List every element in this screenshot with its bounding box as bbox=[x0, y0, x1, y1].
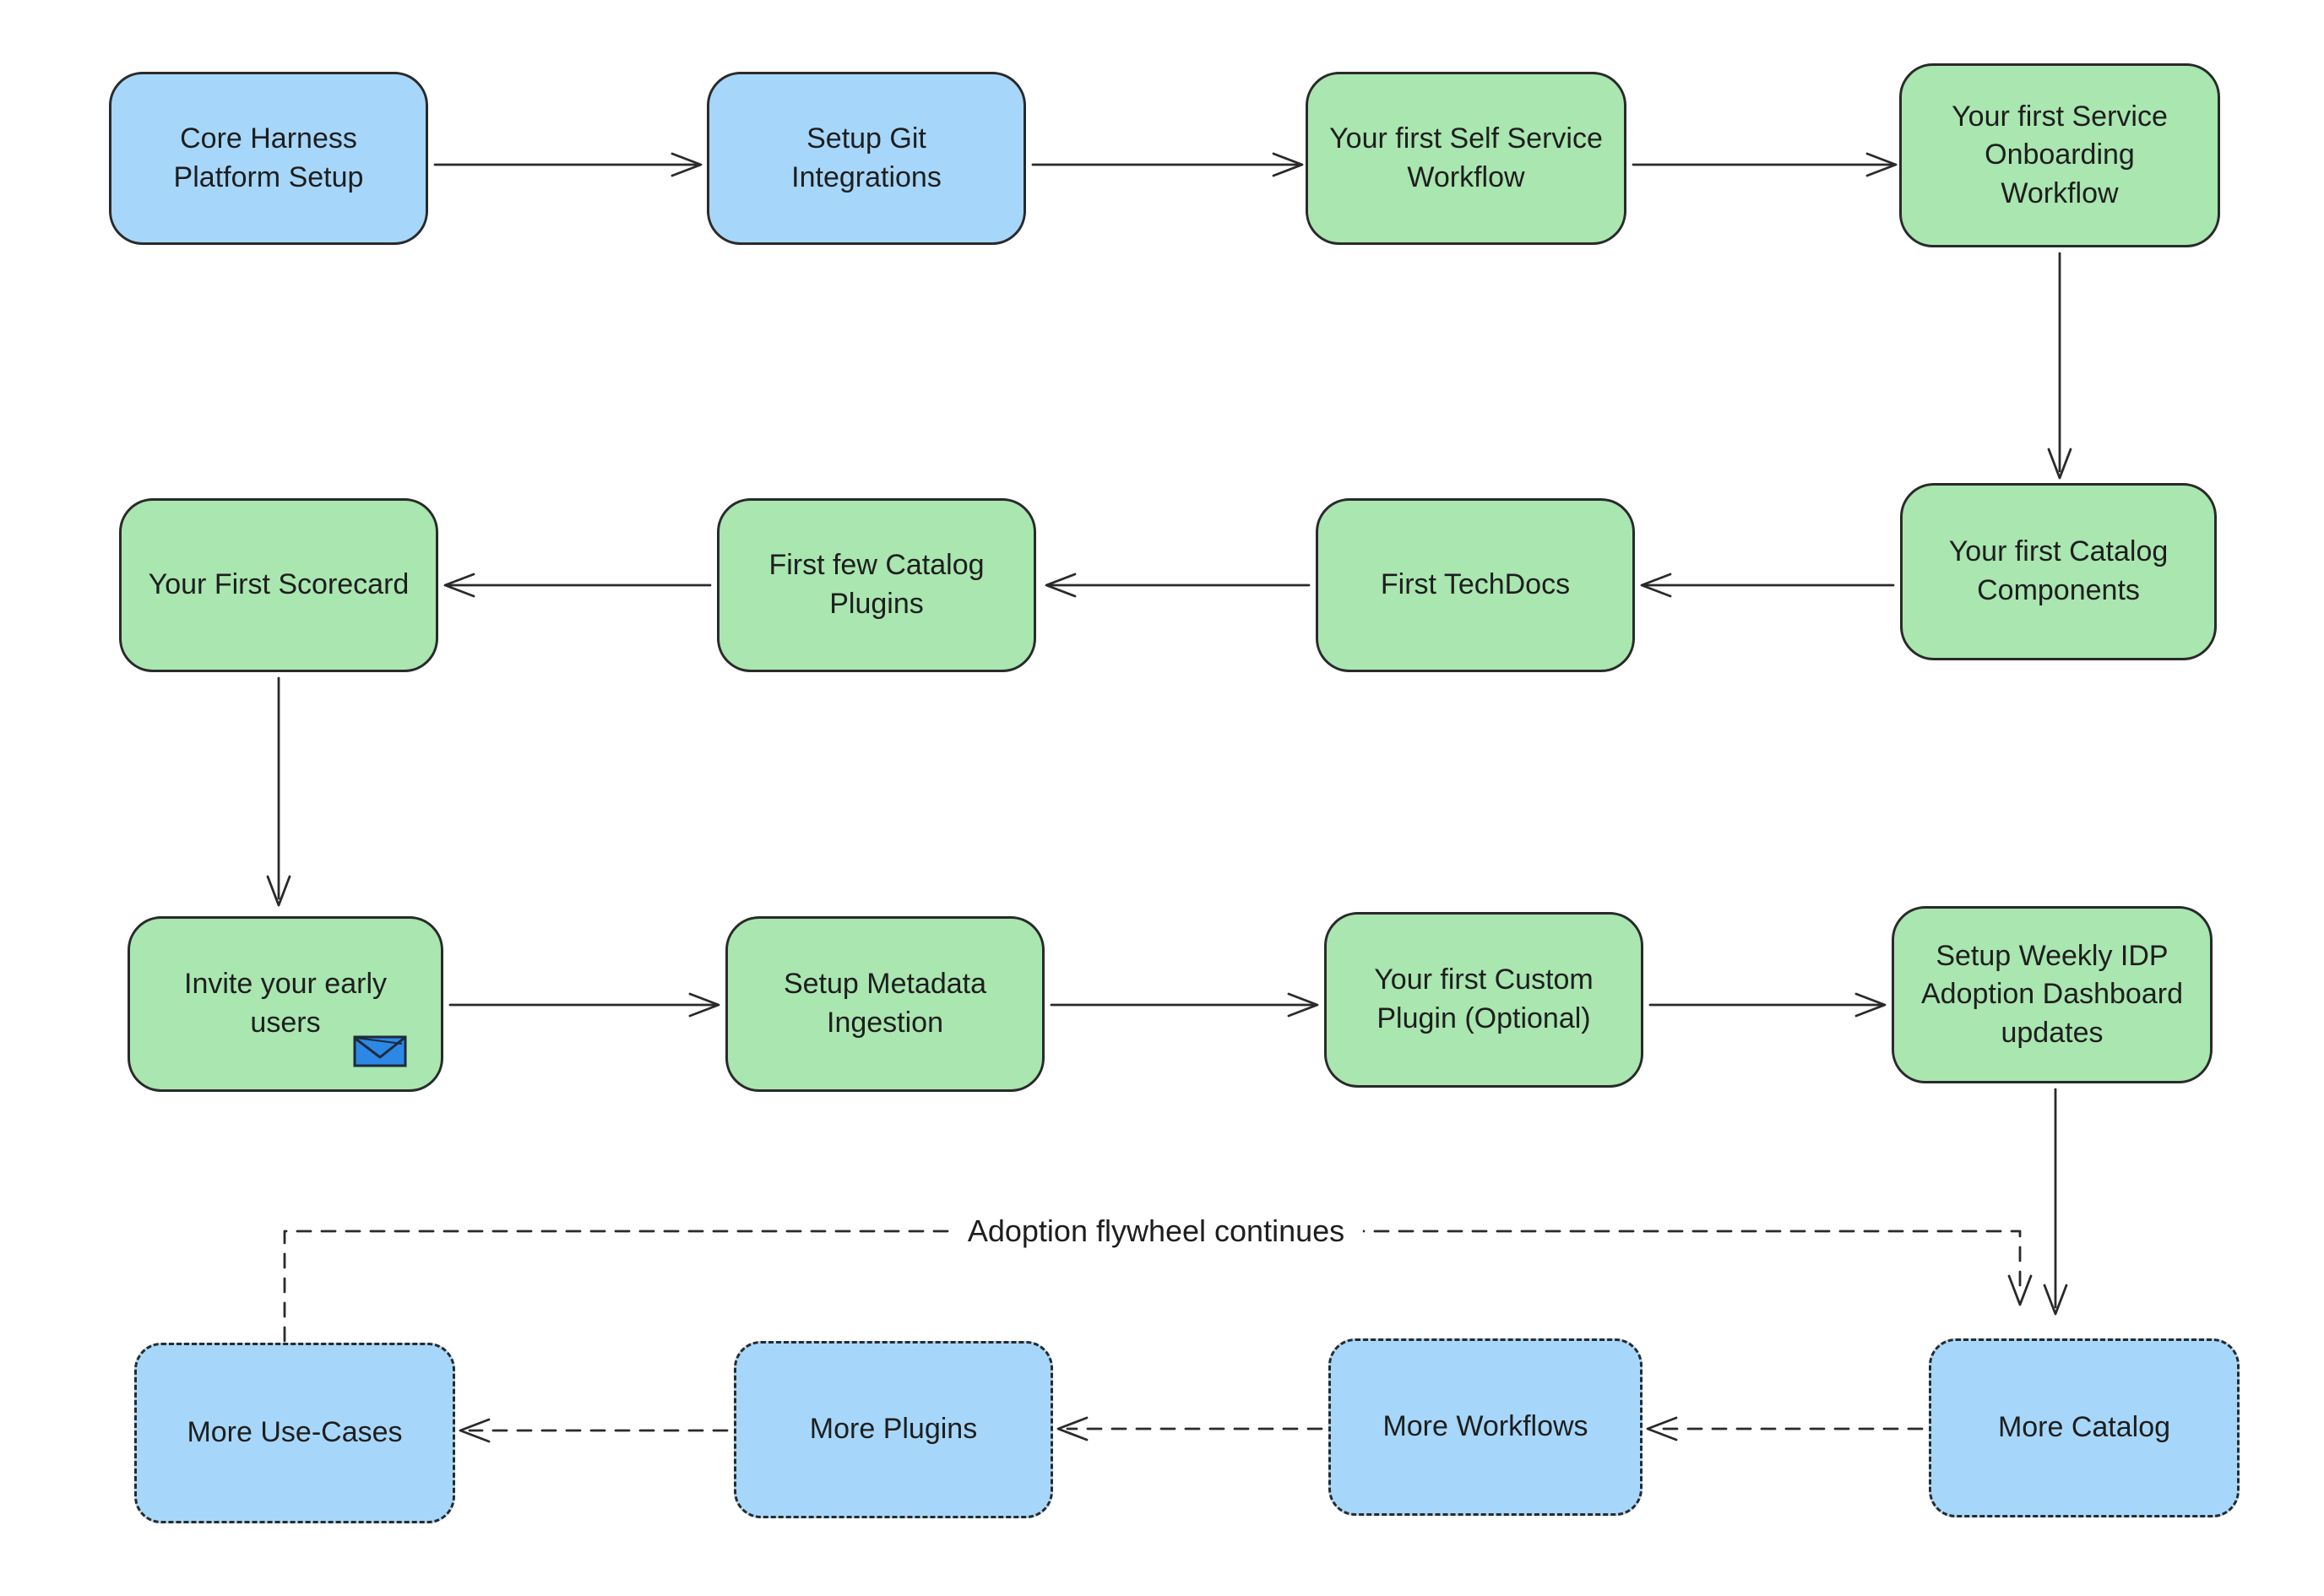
node-label: Core Harness Platform Setup bbox=[173, 122, 364, 193]
arrow-onboarding-to-components bbox=[2047, 252, 2072, 480]
node-first-techdocs: First TechDocs bbox=[1316, 498, 1635, 672]
node-invite-early-users: Invite your early users bbox=[128, 916, 443, 1092]
node-label: Your first Catalog Components bbox=[1948, 535, 2169, 606]
node-label: Your First Scorecard bbox=[148, 568, 410, 601]
node-label: Invite your early users bbox=[184, 968, 387, 1039]
node-more-plugins: More Plugins bbox=[734, 1341, 1053, 1518]
arrow-more-catalog-to-more-workflows bbox=[1646, 1416, 1924, 1441]
arrow-more-workflows-to-more-plugins bbox=[1056, 1416, 1323, 1441]
node-label: Setup Weekly IDP Adoption Dashboard upda… bbox=[1920, 939, 2183, 1049]
node-first-scorecard: Your First Scorecard bbox=[119, 498, 438, 672]
node-first-few-catalog-plugins: First few Catalog Plugins bbox=[717, 498, 1036, 672]
arrow-more-plugins-to-more-use-cases bbox=[459, 1418, 729, 1443]
node-first-service-onboarding-workflow: Your first Service Onboarding Workflow bbox=[1899, 63, 2220, 247]
node-setup-git-integrations: Setup Git Integrations bbox=[707, 72, 1026, 245]
node-core-harness-platform-setup: Core Harness Platform Setup bbox=[109, 72, 428, 245]
node-label: Your first Self Service Workflow bbox=[1329, 122, 1603, 193]
arrow-weekly-idp-to-more-catalog bbox=[2043, 1088, 2068, 1316]
node-more-use-cases: More Use-Cases bbox=[134, 1343, 455, 1523]
arrow-self-service-to-onboarding bbox=[1632, 152, 1898, 177]
arrow-techdocs-to-catalog-plugins bbox=[1045, 573, 1311, 598]
node-label: More Catalog bbox=[1997, 1411, 2171, 1444]
node-weekly-idp-dashboard-updates: Setup Weekly IDP Adoption Dashboard upda… bbox=[1892, 906, 2213, 1083]
arrow-components-to-techdocs bbox=[1640, 573, 1895, 598]
node-label: More Plugins bbox=[809, 1413, 978, 1446]
node-label: More Use-Cases bbox=[187, 1416, 403, 1449]
node-first-custom-plugin: Your first Custom Plugin (Optional) bbox=[1324, 912, 1643, 1088]
node-setup-metadata-ingestion: Setup Metadata Ingestion bbox=[725, 916, 1045, 1092]
envelope-icon bbox=[353, 1035, 407, 1067]
node-label: Setup Metadata Ingestion bbox=[783, 968, 987, 1039]
node-label: Setup Git Integrations bbox=[791, 122, 942, 193]
node-more-workflows: More Workflows bbox=[1328, 1338, 1643, 1516]
node-label: First TechDocs bbox=[1380, 568, 1571, 601]
node-label: Your first Custom Plugin (Optional) bbox=[1374, 964, 1594, 1034]
node-first-self-service-workflow: Your first Self Service Workflow bbox=[1306, 72, 1626, 245]
arrow-metadata-to-custom-plugin bbox=[1050, 992, 1319, 1018]
arrow-scorecard-to-invite bbox=[266, 676, 291, 907]
arrow-core-to-git bbox=[433, 152, 703, 177]
node-more-catalog: More Catalog bbox=[1929, 1338, 2240, 1517]
arrow-invite-to-metadata bbox=[448, 992, 720, 1018]
node-first-catalog-components: Your first Catalog Components bbox=[1900, 483, 2217, 660]
node-label: Your first Service Onboarding Workflow bbox=[1952, 100, 2168, 209]
arrow-catalog-plugins-to-scorecard bbox=[443, 573, 712, 598]
arrow-git-to-self-service bbox=[1031, 152, 1304, 177]
node-label: First few Catalog Plugins bbox=[768, 549, 985, 620]
node-label: More Workflows bbox=[1382, 1410, 1588, 1443]
flywheel-label: Adoption flywheel continues bbox=[948, 1210, 1364, 1252]
arrow-custom-plugin-to-weekly-idp bbox=[1648, 992, 1887, 1018]
